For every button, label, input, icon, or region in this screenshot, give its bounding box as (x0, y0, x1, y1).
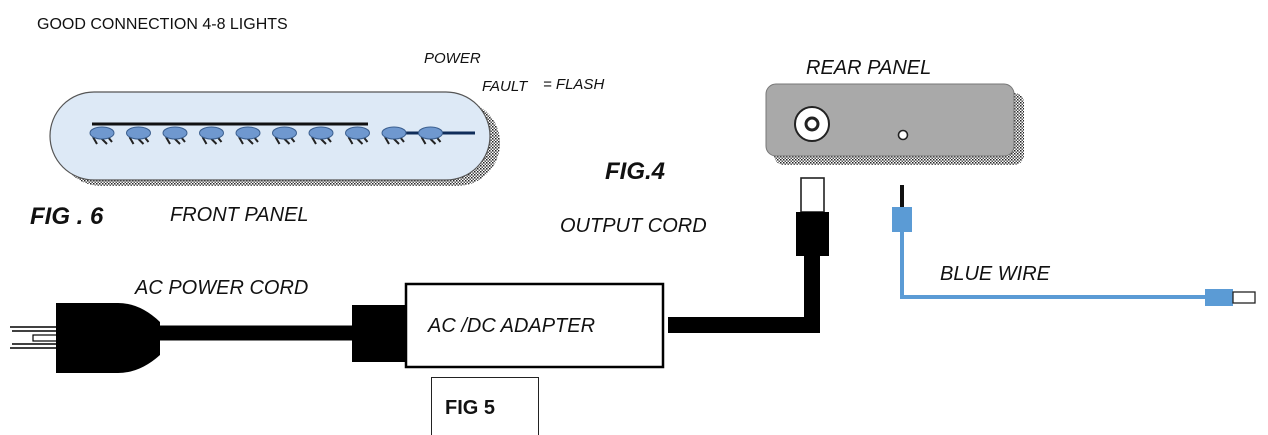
blue-wire-line (900, 230, 1210, 299)
ac-power-cord (10, 303, 410, 373)
ac-dc-adapter-box (404, 282, 665, 369)
rear-panel (765, 83, 1024, 165)
led-light (418, 126, 443, 145)
led-light (308, 126, 334, 145)
power-label: POWER (424, 50, 481, 67)
power-jack-outer (794, 106, 830, 142)
adapter-strain-relief (352, 305, 410, 362)
led-light (162, 126, 188, 145)
front-panel-label: FRONT PANEL (170, 204, 309, 226)
plug-ground-pin (32, 334, 58, 342)
plug-body (56, 303, 160, 373)
led-light (235, 126, 261, 145)
rear-panel-label: REAR PANEL (806, 57, 932, 79)
fig5-label: FIG 5 (445, 397, 496, 419)
rear-panel-body (765, 83, 1015, 157)
led-light (199, 126, 224, 145)
led-light (126, 126, 151, 145)
output-plug-tip (800, 177, 825, 213)
output-plug-body (796, 212, 829, 256)
output-cord (668, 177, 829, 333)
flash-label: = FLASH (543, 76, 605, 93)
blue-wire-terminal-pin (1232, 291, 1256, 304)
led-light (381, 126, 407, 145)
led-row (89, 126, 443, 145)
output-cord-line (668, 255, 820, 333)
fault-label: FAULT (482, 78, 528, 95)
fig5-box (431, 377, 539, 435)
fig4-label: FIG.4 (605, 158, 666, 185)
led-light (272, 126, 297, 145)
power-jack-inner (804, 116, 820, 132)
output-cord-label: OUTPUT CORD (560, 215, 707, 237)
adapter-label: AC /DC ADAPTER (428, 315, 596, 337)
blue-wire (892, 185, 1256, 306)
blue-wire-label: BLUE WIRE (940, 263, 1051, 285)
led-light (345, 126, 370, 145)
front-panel (49, 91, 500, 186)
ac-power-cord-label: AC POWER CORD (135, 277, 309, 299)
fig6-label: FIG . 6 (30, 203, 104, 230)
front-panel-body (49, 91, 491, 181)
blue-wire-port (897, 129, 909, 141)
header-text: GOOD CONNECTION 4-8 LIGHTS (37, 16, 288, 33)
blue-wire-terminal-sleeve (1205, 289, 1233, 306)
blue-wire-connector (892, 207, 912, 232)
led-light (89, 126, 115, 145)
